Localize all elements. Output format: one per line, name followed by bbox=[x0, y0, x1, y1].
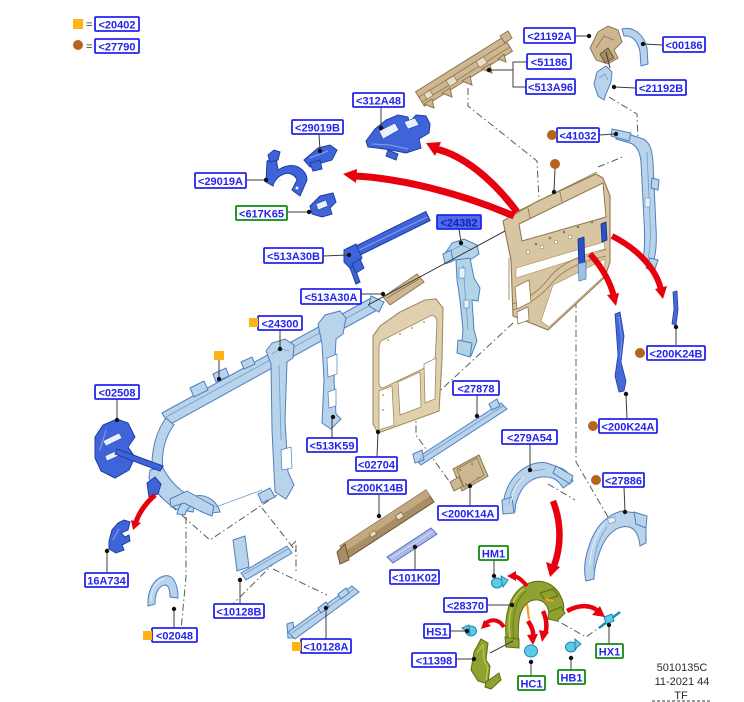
svg-text:<24382: <24382 bbox=[440, 218, 477, 230]
svg-text:HS1: HS1 bbox=[426, 627, 447, 639]
svg-text:<200K24A: <200K24A bbox=[602, 422, 655, 434]
svg-text:<00186: <00186 bbox=[665, 40, 702, 52]
svg-text:HX1: HX1 bbox=[599, 647, 620, 659]
svg-text:<11398: <11398 bbox=[416, 656, 452, 668]
svg-text:<20402: <20402 bbox=[98, 20, 135, 32]
svg-text:16A734: 16A734 bbox=[87, 576, 126, 588]
svg-text:<27790: <27790 bbox=[98, 42, 135, 54]
svg-text:=: = bbox=[86, 19, 92, 31]
svg-text:HC1: HC1 bbox=[520, 679, 542, 691]
svg-text:<21192A: <21192A bbox=[527, 31, 571, 43]
svg-text:HB1: HB1 bbox=[560, 673, 582, 685]
svg-text:<200K14A: <200K14A bbox=[442, 509, 495, 521]
svg-text:<10128A: <10128A bbox=[304, 642, 349, 654]
svg-text:11-2021 44: 11-2021 44 bbox=[655, 676, 710, 688]
svg-text:<10128B: <10128B bbox=[217, 607, 262, 619]
svg-text:<29019B: <29019B bbox=[295, 123, 340, 135]
svg-text:<24300: <24300 bbox=[261, 319, 298, 331]
svg-text:<513A30B: <513A30B bbox=[267, 251, 320, 263]
svg-text:<27886: <27886 bbox=[605, 476, 642, 488]
svg-text:<02508: <02508 bbox=[98, 388, 135, 400]
svg-text:<29019A: <29019A bbox=[198, 176, 243, 188]
svg-text:<28370: <28370 bbox=[447, 601, 484, 613]
svg-text:=: = bbox=[86, 41, 92, 53]
svg-text:HM1: HM1 bbox=[482, 549, 505, 561]
svg-text:<27878: <27878 bbox=[457, 384, 494, 396]
svg-text:<51186: <51186 bbox=[531, 57, 567, 69]
svg-text:<513A96: <513A96 bbox=[528, 82, 573, 94]
svg-text:<513K59: <513K59 bbox=[310, 441, 355, 453]
svg-text:<21192B: <21192B bbox=[639, 83, 683, 95]
svg-text:5010135C: 5010135C bbox=[657, 662, 708, 674]
svg-text:<513A30A: <513A30A bbox=[305, 292, 358, 304]
svg-text:<02704: <02704 bbox=[358, 460, 396, 472]
svg-text:<617K65: <617K65 bbox=[239, 209, 284, 221]
svg-text:<02048: <02048 bbox=[156, 631, 193, 643]
svg-text:<101K02: <101K02 bbox=[392, 573, 437, 585]
svg-text:TF: TF bbox=[674, 690, 688, 702]
svg-text:<200K14B: <200K14B bbox=[351, 483, 404, 495]
svg-text:<41032: <41032 bbox=[559, 131, 596, 143]
svg-text:<312A48: <312A48 bbox=[356, 96, 401, 108]
svg-text:<200K24B: <200K24B bbox=[650, 349, 703, 361]
svg-text:<279A54: <279A54 bbox=[507, 433, 553, 445]
